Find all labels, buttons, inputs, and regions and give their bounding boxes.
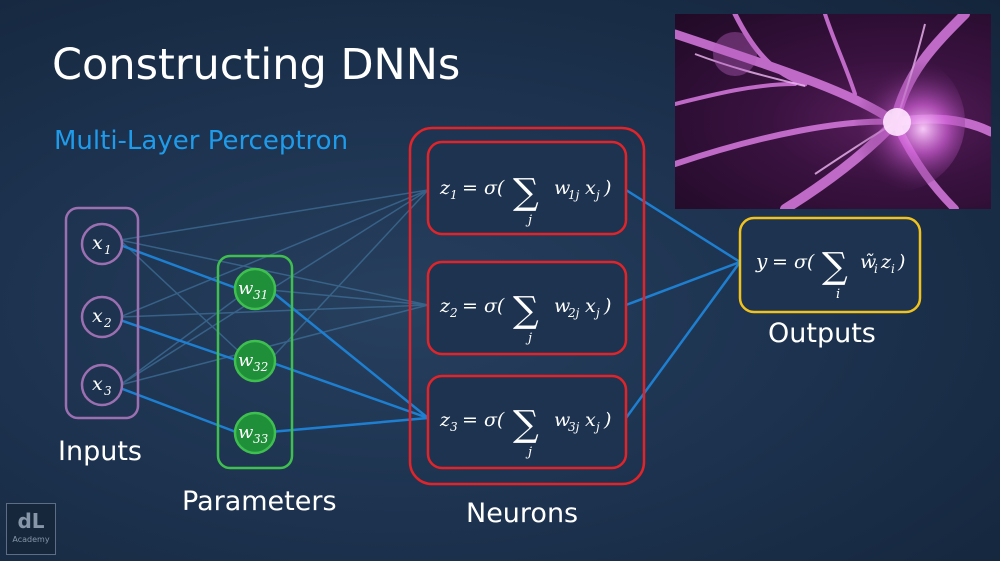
neuron-weight-subscript: 3j — [568, 420, 580, 434]
neuron-weight: w — [554, 409, 570, 431]
neuron-weight: w — [554, 177, 570, 199]
input-node: x 3 — [80, 363, 124, 407]
strong-connection — [269, 289, 429, 419]
slide-subtitle: Multi-Layer Perceptron — [54, 126, 349, 156]
neuron-x-subscript: j — [593, 306, 600, 320]
input-node: x 2 — [80, 295, 124, 339]
neuron-lhs-subscript: 1 — [450, 188, 458, 202]
strong-connection — [269, 360, 429, 420]
logo-text: Academy — [12, 535, 50, 544]
input-subscript: 2 — [103, 316, 112, 330]
neuron-x: x — [585, 295, 596, 317]
inputs-group-box — [64, 206, 140, 420]
inputs-label: Inputs — [58, 436, 142, 467]
neuron-lhs-subscript: 3 — [450, 420, 458, 434]
parameter-subscript: 31 — [253, 288, 268, 302]
input-symbol: x — [92, 232, 103, 254]
neuron-x-subscript: j — [593, 420, 600, 434]
input-subscript: 3 — [104, 384, 112, 398]
output-lhs: y — [755, 249, 768, 273]
faint-connection — [269, 289, 429, 306]
dl-academy-logo: dL Academy — [6, 503, 56, 555]
neuron-weight: w — [554, 295, 570, 317]
output-weight: w̃ — [860, 251, 876, 273]
neurons-label: Neurons — [466, 498, 579, 529]
output-sum: ∑ — [822, 246, 848, 287]
neurons-group-box — [408, 126, 646, 486]
neuron-x-subscript: j — [593, 188, 600, 202]
strong-connection — [119, 318, 237, 362]
input-node: x 1 — [80, 222, 124, 266]
neuron-close: ) — [603, 177, 611, 199]
neuron-eq: = σ( — [462, 177, 505, 199]
parameter-node: w 33 — [233, 411, 277, 455]
neuron-lhs-subscript: 2 — [449, 306, 458, 320]
output-close: ) — [897, 251, 905, 273]
faint-connection — [119, 304, 429, 386]
neuron-box: z 1 = σ( ∑ j w 1j x j ) — [426, 140, 628, 236]
neuron-box: z 2 = σ( ∑ j w 2j x j ) — [426, 260, 628, 356]
parameter-subscript: 32 — [253, 360, 268, 374]
faint-connection — [119, 239, 249, 361]
neuron-sum: ∑ — [513, 290, 539, 331]
faint-connection — [119, 239, 429, 306]
output-eq: = σ( — [772, 251, 815, 273]
neuron-lhs: z — [439, 409, 451, 431]
outputs-label: Outputs — [768, 318, 876, 349]
parameter-node: w 31 — [233, 267, 277, 311]
parameters-label: Parameters — [182, 486, 337, 517]
neuron-lhs: z — [439, 295, 451, 317]
output-z-subscript: i — [891, 262, 895, 276]
strong-connection — [119, 243, 237, 290]
logo-mark: dL — [17, 509, 45, 533]
neuron-sum: ∑ — [513, 404, 539, 445]
neuron-sum-index: j — [525, 331, 532, 346]
parameter-node: w 32 — [233, 339, 277, 383]
neuron-sum: ∑ — [513, 172, 539, 213]
input-symbol: x — [92, 373, 103, 395]
parameter-symbol: w — [238, 278, 254, 299]
neuron-x: x — [585, 409, 596, 431]
neuron-eq: = σ( — [462, 295, 505, 317]
input-subscript: 1 — [104, 243, 112, 257]
parameter-symbol: w — [238, 422, 254, 443]
faint-connection — [119, 304, 429, 318]
slide-title: Constructing DNNs — [52, 40, 461, 90]
faint-connection — [269, 189, 429, 361]
neuron-x: x — [585, 177, 596, 199]
neuron-weight-subscript: 1j — [568, 188, 580, 202]
neuron-eq: = σ( — [462, 409, 505, 431]
neuron-close: ) — [603, 295, 611, 317]
output-box: y = σ( ∑ i w̃ i z i ) — [738, 216, 922, 314]
faint-connection — [119, 189, 429, 241]
parameters-group-box — [216, 254, 294, 470]
neuron-box: z 3 = σ( ∑ j w 3j x j ) — [426, 374, 628, 470]
strong-connection — [119, 386, 237, 434]
neuron-photo — [675, 14, 991, 209]
strong-connection — [269, 416, 429, 434]
neuron-weight-subscript: 2j — [567, 306, 580, 320]
neuron-close: ) — [603, 409, 611, 431]
input-symbol: x — [92, 305, 103, 327]
output-sum-index: i — [836, 287, 840, 302]
neuron-sum-index: j — [525, 445, 532, 460]
strong-connections — [119, 188, 742, 434]
parameter-symbol: w — [238, 350, 254, 371]
output-z: z — [880, 251, 892, 273]
neuron-lhs: z — [439, 177, 451, 199]
neuron-sum-index: j — [525, 213, 532, 228]
faint-connection — [119, 289, 249, 386]
output-weight-subscript: i — [874, 262, 878, 276]
faint-connection — [119, 189, 429, 318]
parameter-subscript: 33 — [253, 432, 269, 446]
